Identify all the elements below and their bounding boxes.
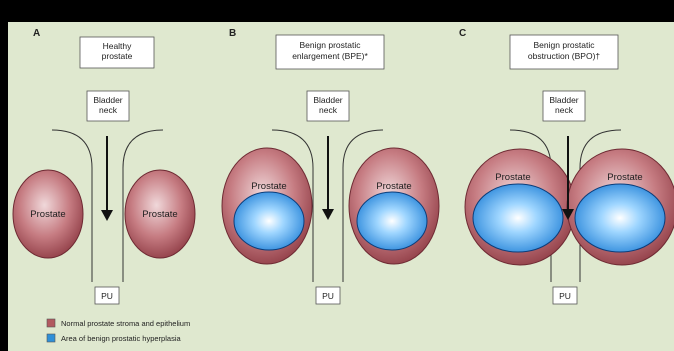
panel-b-hyperplasia-right [356,191,428,251]
panel-a-urethra-right-wall [122,129,164,282]
panel-b-flow-arrow-head [322,209,334,220]
panel-a-urethra-left-wall [51,129,93,282]
panel-a-pu-box [94,286,120,305]
panel-a-title-line1: Healthy [103,41,133,51]
panel-letter-c: C [459,28,466,39]
panel-b-pu-box [315,286,341,305]
panel-c-bladder-line2: neck [555,105,574,115]
panel-letter-a: A [33,28,40,39]
panel-b-bladder-box [306,90,350,122]
panel-c-bladder-box [542,90,586,122]
panel-b-hyperplasia-left [233,191,305,251]
legend-label-normal: Normal prostate stroma and epithelium [61,319,190,328]
legend-label-hyperplasia: Area of benign prostatic hyperplasia [61,334,181,343]
panel-a-right-label: Prostate [142,209,177,220]
panel-a-title-line2: prostate [102,51,133,61]
panel-b-left-label: Prostate [251,181,286,192]
panel-c-title-line2: obstruction (BPO)† [528,51,601,61]
panel-c-pu-box [552,286,578,305]
legend-swatch-hyperplasia [46,333,56,343]
panel-letter-b: B [229,28,236,39]
panel-a-bladder-box [86,90,130,122]
panel-b-bladder-line2: neck [319,105,338,115]
panel-b-urethra-left-wall [271,129,314,282]
panel-c-flow-arrow-head [562,209,574,220]
panel-c-title-line1: Benign prostatic [534,40,596,50]
panel-c-title-box [509,34,619,70]
panel-a-title-box [79,36,155,69]
panel-b-pu-label: PU [322,291,334,301]
panel-a-prostate-right [124,169,196,259]
panel-a-bladder-line2: neck [99,105,118,115]
panel-c-hyperplasia-left [472,183,564,253]
panel-a-left-label: Prostate [30,209,65,220]
panel-c-right-label: Prostate [607,172,642,183]
legend-swatch-normal [46,318,56,328]
panel-c-left-label: Prostate [495,172,530,183]
panel-a-prostate-left [12,169,84,259]
panel-b-urethra-right-wall [342,129,384,282]
panel-c-pu-label: PU [559,291,571,301]
panel-c-urethra-right-wall [579,129,622,282]
panel-b-bladder-line1: Bladder [313,95,342,105]
panel-b-title-box [275,34,385,70]
panel-c-bladder-line1: Bladder [549,95,578,105]
panel-a-flow-arrow-head [101,210,113,221]
panel-a-bladder-line1: Bladder [93,95,122,105]
panel-b-title-line2: enlargement (BPE)* [292,51,368,61]
panel-a-pu-label: PU [101,291,113,301]
panel-b-title-line1: Benign prostatic [300,40,362,50]
panel-b-right-label: Prostate [376,181,411,192]
panel-c-hyperplasia-right [574,183,666,253]
